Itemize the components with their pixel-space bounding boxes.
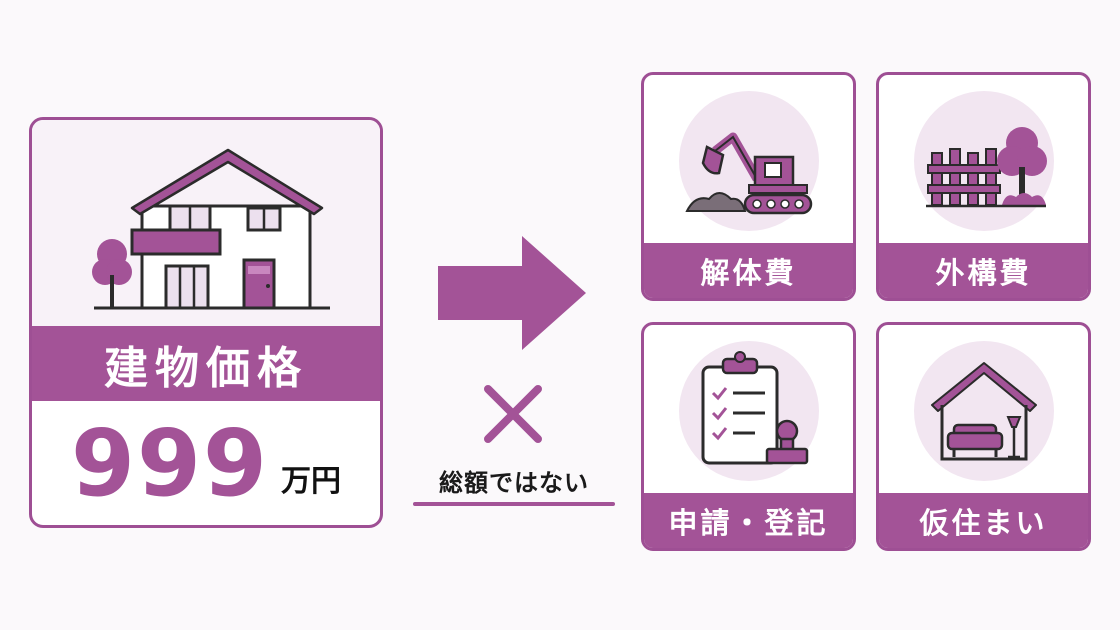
house-icon <box>92 148 330 310</box>
cost-card-temporary-housing: 仮住まい <box>876 322 1091 551</box>
cost-label-exterior: 外構費 <box>879 243 1088 298</box>
cost-label-demolition: 解体費 <box>644 243 853 298</box>
cost-card-demolition: 解体費 <box>641 72 856 301</box>
not-total-note: 総額ではない <box>439 469 589 497</box>
multiply-icon <box>484 385 542 443</box>
price-unit: 万円 <box>281 464 342 499</box>
house-illustration <box>32 120 380 326</box>
building-price-card: 建物価格 999 万円 <box>29 117 383 528</box>
right-arrow-icon <box>438 236 586 350</box>
price-value: 999 <box>70 409 270 517</box>
cost-card-application-registration: 申請・登記 <box>641 322 856 551</box>
price-display: 999 万円 <box>32 401 380 525</box>
fence-tree-icon <box>925 127 1047 208</box>
house-sofa-icon <box>930 362 1037 461</box>
clipboard-stamp-icon <box>701 351 808 465</box>
cost-label-temporary-housing: 仮住まい <box>879 493 1088 548</box>
excavator-icon <box>684 132 812 215</box>
note-underline <box>413 502 615 506</box>
cost-label-application-registration: 申請・登記 <box>644 493 853 548</box>
cost-card-exterior: 外構費 <box>876 72 1091 301</box>
building-price-title: 建物価格 <box>32 326 380 401</box>
